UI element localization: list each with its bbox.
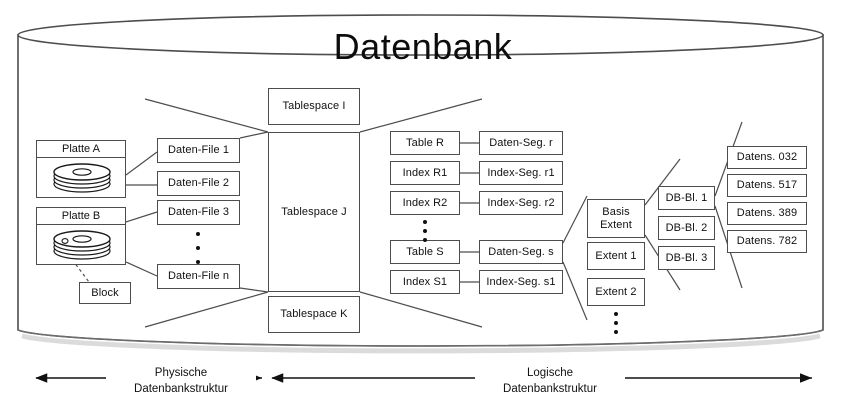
tablespace-to-object-connectors (359, 98, 483, 328)
extent-1-box[interactable]: Extent 1 (587, 242, 645, 270)
block-box[interactable]: Block (79, 282, 131, 304)
data-file-ellipsis (195, 232, 201, 264)
extent-ellipsis (613, 312, 619, 334)
tablespace-j-box[interactable]: Tablespace J (268, 132, 360, 292)
physical-caption-line1: Physische (154, 367, 208, 379)
daten-seg-s-box[interactable]: Daten-Seg. s (479, 240, 563, 264)
logical-object-ellipsis (422, 220, 428, 242)
db-block-3-box[interactable]: DB-Bl. 3 (658, 246, 715, 270)
disk-platter-icon (37, 225, 125, 264)
index-r2-box[interactable]: Index R2 (390, 191, 460, 215)
db-block-2-box[interactable]: DB-Bl. 2 (658, 216, 715, 240)
disk-to-file-connectors (125, 151, 158, 277)
physical-structure-caption: Physische Datenbankstruktur (106, 366, 256, 398)
record-517-box[interactable]: Datens. 517 (727, 174, 807, 197)
table-r-box[interactable]: Table R (390, 131, 460, 155)
segment-to-extent-connectors (562, 195, 588, 321)
index-seg-s1-box[interactable]: Index-Seg. s1 (479, 270, 563, 294)
file-to-tablespace-connectors (144, 98, 269, 328)
tablespace-i-box[interactable]: Tablespace I (268, 88, 360, 125)
data-file-1-box[interactable]: Daten-File 1 (157, 138, 240, 163)
diagram-title: Datenbank (333, 26, 513, 67)
data-file-3-box[interactable]: Daten-File 3 (157, 200, 240, 225)
object-segment-connectors (460, 142, 479, 283)
logical-caption-line1: Logische (526, 367, 574, 379)
record-032-box[interactable]: Datens. 032 (727, 146, 807, 169)
basis-extent-line1: Basis (602, 206, 630, 219)
logical-structure-caption: Logische Datenbankstruktur (475, 366, 625, 398)
disk-platte-b-label: Platte B (37, 208, 125, 225)
extent-2-box[interactable]: Extent 2 (587, 278, 645, 306)
physical-caption-line2: Datenbankstruktur (134, 382, 228, 395)
index-s1-box[interactable]: Index S1 (390, 270, 460, 294)
basis-extent-line2: Extent (600, 218, 632, 231)
record-782-box[interactable]: Datens. 782 (727, 230, 807, 253)
record-389-box[interactable]: Datens. 389 (727, 202, 807, 225)
index-r1-box[interactable]: Index R1 (390, 161, 460, 185)
data-file-n-box[interactable]: Daten-File n (157, 264, 240, 289)
tablespace-k-box[interactable]: Tablespace K (268, 296, 360, 333)
data-file-2-box[interactable]: Daten-File 2 (157, 171, 240, 196)
disk-platter-icon (37, 158, 125, 197)
disk-platte-b[interactable]: Platte B (36, 207, 126, 265)
logical-caption-line2: Datenbankstruktur (503, 382, 597, 395)
index-seg-r1-box[interactable]: Index-Seg. r1 (479, 161, 563, 185)
table-s-box[interactable]: Table S (390, 240, 460, 264)
disk-platte-a-label: Platte A (37, 141, 125, 158)
disk-platte-a[interactable]: Platte A (36, 140, 126, 198)
basis-extent-box[interactable]: Basis Extent (587, 199, 645, 238)
index-seg-r2-box[interactable]: Index-Seg. r2 (479, 191, 563, 215)
db-block-1-box[interactable]: DB-Bl. 1 (658, 186, 715, 210)
daten-seg-r-box[interactable]: Daten-Seg. r (479, 131, 563, 155)
